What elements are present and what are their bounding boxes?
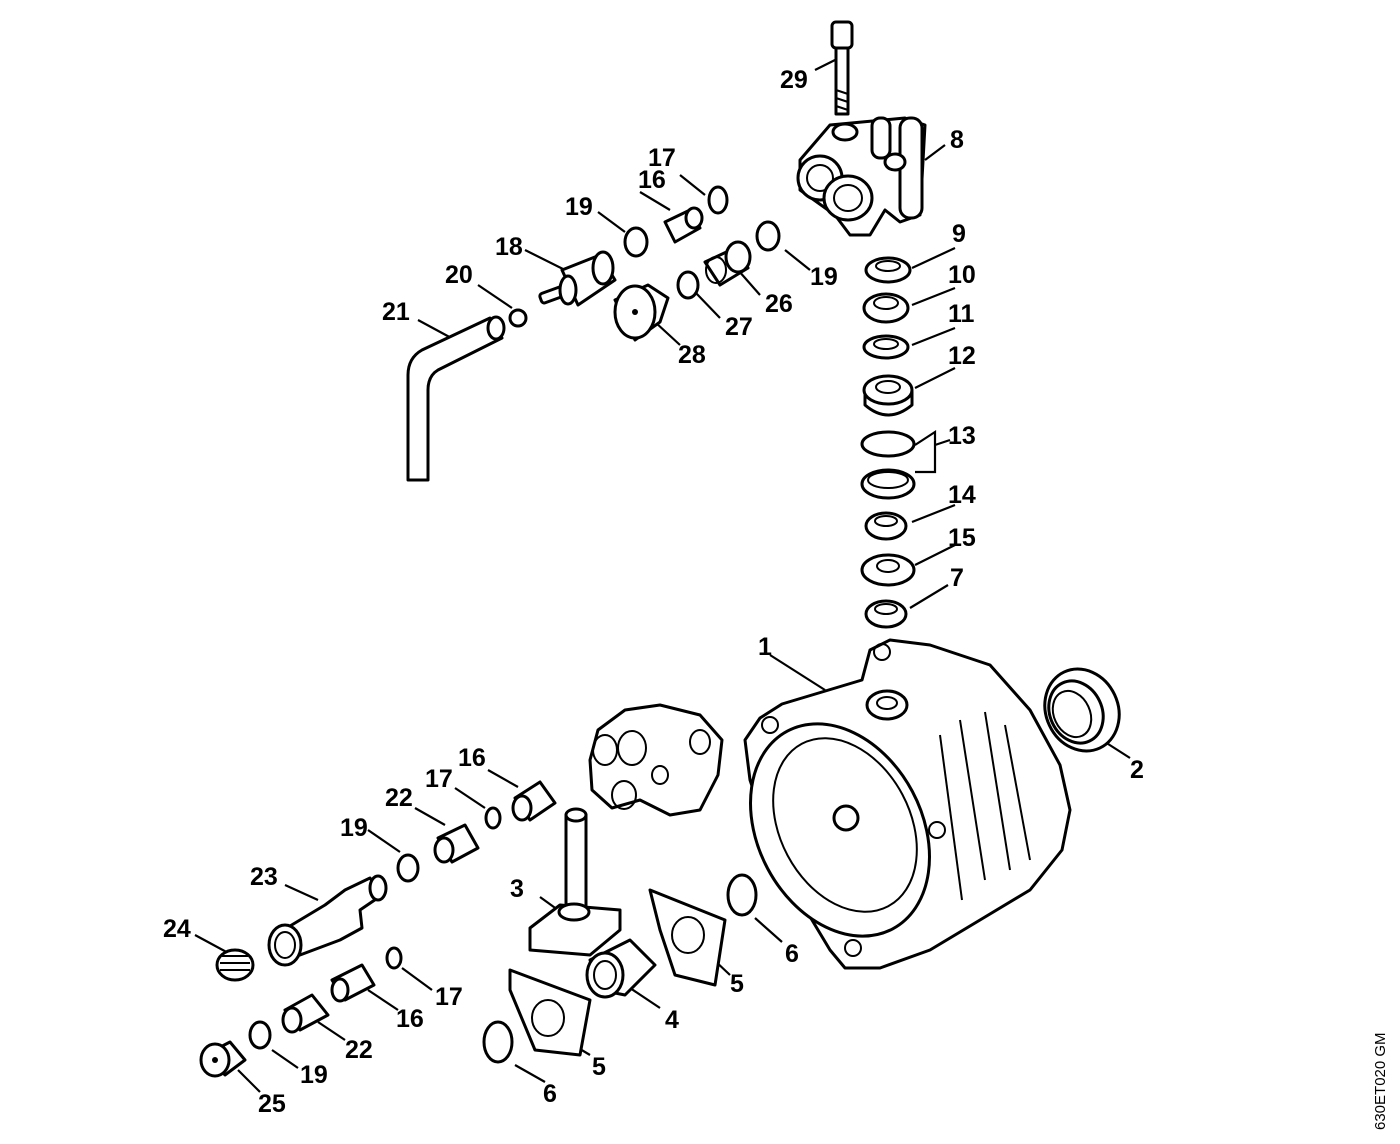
callout-11: 11 bbox=[948, 300, 975, 328]
part-3-plunger bbox=[528, 807, 622, 957]
callout-22-lower: 22 bbox=[345, 1036, 373, 1064]
part-19-o-ring-upper-right bbox=[755, 220, 781, 252]
callout-7: 7 bbox=[950, 564, 964, 592]
callout-12: 12 bbox=[948, 342, 976, 370]
callout-29: 29 bbox=[780, 66, 808, 94]
callout-10: 10 bbox=[948, 261, 976, 289]
callout-20: 20 bbox=[445, 261, 473, 289]
part-5-plate-left bbox=[508, 968, 592, 1057]
part-26-fitting bbox=[703, 240, 752, 287]
part-15-washer bbox=[860, 553, 916, 587]
leader-lines bbox=[194, 59, 1131, 1093]
callout-17-upper: 17 bbox=[648, 144, 676, 172]
part-14-seal bbox=[864, 511, 908, 541]
part-19-o-ring-lower-left bbox=[396, 853, 420, 883]
callout-26: 26 bbox=[765, 290, 793, 318]
part-23-inlet-fitting bbox=[267, 874, 388, 967]
callout-labels: 1 2 3 4 5 5 6 6 7 8 9 10 11 12 13 14 15 … bbox=[163, 66, 1144, 1118]
part-7-seal bbox=[864, 599, 908, 629]
part-16-valve-cage-lower-top bbox=[511, 780, 557, 822]
callout-16-upper: 16 bbox=[638, 166, 666, 194]
callout-5-left: 5 bbox=[592, 1053, 606, 1081]
part-16-valve-cage-upper bbox=[663, 206, 704, 244]
part-17-o-ring-upper bbox=[707, 185, 729, 215]
part-17-o-ring-lower-top bbox=[484, 806, 502, 830]
callout-14: 14 bbox=[948, 481, 976, 509]
part-19-o-ring-upper-left bbox=[623, 226, 649, 258]
callout-19-upper-left: 19 bbox=[565, 193, 593, 221]
callout-19-lower-left: 19 bbox=[340, 814, 368, 842]
part-29-bolt bbox=[830, 20, 854, 116]
callout-18: 18 bbox=[495, 233, 523, 261]
callout-3: 3 bbox=[510, 875, 524, 903]
part-22-valve-seat-upper bbox=[433, 823, 480, 864]
part-20-clip bbox=[508, 308, 528, 328]
part-9-ring bbox=[864, 256, 912, 284]
part-8-manifold-head bbox=[796, 116, 927, 237]
callout-8: 8 bbox=[950, 126, 964, 154]
valve-plate bbox=[588, 703, 724, 817]
part-10-seal bbox=[862, 292, 910, 324]
callout-2: 2 bbox=[1130, 756, 1144, 784]
part-2-shaft-seal bbox=[1043, 667, 1121, 753]
part-16-valve-cage-lower bbox=[330, 963, 376, 1003]
callout-24: 24 bbox=[163, 915, 191, 943]
part-1-pump-housing bbox=[743, 638, 1072, 970]
callout-4: 4 bbox=[665, 1006, 679, 1034]
callout-21: 21 bbox=[382, 298, 410, 326]
part-6-circlip-right bbox=[726, 873, 758, 917]
part-21-hose bbox=[406, 315, 506, 482]
callout-27: 27 bbox=[725, 313, 753, 341]
callout-15: 15 bbox=[948, 524, 976, 552]
callout-6-right: 6 bbox=[785, 940, 799, 968]
part-28-plug bbox=[613, 283, 670, 342]
drawing-code: 630ET020 GM bbox=[1372, 1032, 1389, 1130]
part-5-plate-right bbox=[648, 888, 727, 987]
callout-28: 28 bbox=[678, 341, 706, 369]
part-12-retainer bbox=[862, 374, 914, 417]
part-11-ring bbox=[862, 334, 910, 360]
part-22-valve-seat-lower bbox=[281, 993, 330, 1034]
part-24-strainer bbox=[215, 948, 255, 982]
part-13-o-rings bbox=[860, 430, 916, 500]
part-19-o-ring-lower-bottom bbox=[248, 1020, 272, 1050]
callout-13: 13 bbox=[948, 422, 976, 450]
callout-19-lower-bottom: 19 bbox=[300, 1061, 328, 1089]
callout-9: 9 bbox=[952, 220, 966, 248]
callout-19-upper-right: 19 bbox=[810, 263, 838, 291]
callout-17-lower: 17 bbox=[435, 983, 463, 1011]
part-6-circlip-left bbox=[482, 1020, 514, 1064]
callout-6-left: 6 bbox=[543, 1080, 557, 1108]
callout-25: 25 bbox=[258, 1090, 286, 1118]
part-25-plug bbox=[199, 1040, 247, 1078]
callout-23: 23 bbox=[250, 863, 278, 891]
callout-17-lower-top: 17 bbox=[425, 765, 453, 793]
callout-22-upper: 22 bbox=[385, 784, 413, 812]
callout-5-right: 5 bbox=[730, 970, 744, 998]
part-27-o-ring bbox=[676, 270, 700, 300]
part-18-unloader-valve bbox=[538, 250, 617, 307]
part-17-o-ring-lower bbox=[385, 946, 403, 970]
part-4-guide-sleeve bbox=[585, 938, 657, 999]
callout-16-lower: 16 bbox=[396, 1005, 424, 1033]
callout-1: 1 bbox=[758, 633, 772, 661]
callout-16-lower-top: 16 bbox=[458, 744, 486, 772]
